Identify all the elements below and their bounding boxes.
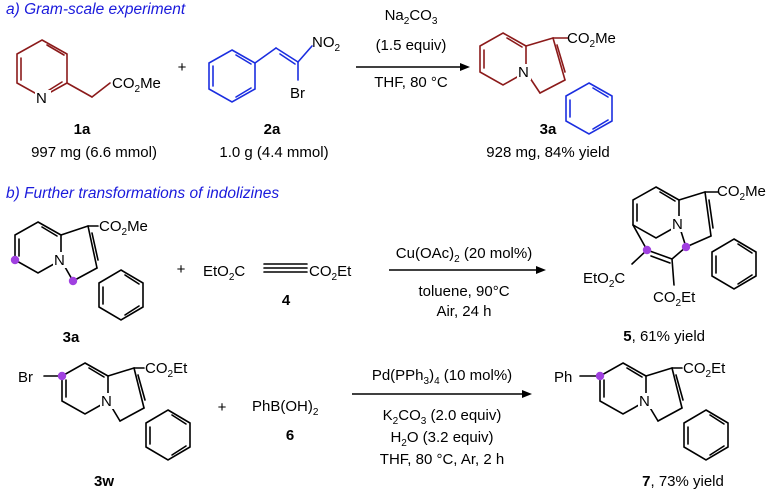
condition-cu-catalyst: Cu(OAc)2 (20 mol%) [396, 245, 532, 265]
atom-n-7: N [639, 393, 650, 410]
alkyne-4-structure: EtO2C CO2Et [203, 263, 352, 283]
compound-id-1a: 1a [74, 121, 91, 138]
atom-n-start-3a: N [54, 252, 65, 269]
alkyne-left-ester: EtO2C [203, 263, 245, 283]
ester-label-3a: CO2Me [567, 30, 616, 50]
compound-id-4: 4 [282, 292, 291, 309]
amount-1a: 997 mg (6.6 mmol) [31, 144, 157, 161]
bromo-label-3w: Br [18, 369, 33, 386]
plus-sign-a: + [178, 59, 187, 76]
plus-sign-b1: + [177, 261, 186, 278]
atom-n-5: N [672, 216, 683, 233]
condition-equiv: (1.5 equiv) [376, 37, 447, 54]
start-3w-structure: N Br CO2Et [18, 360, 191, 461]
condition-thf-ar: THF, 80 °C, Ar, 2 h [380, 451, 504, 468]
phenyl-label-7: Ph [554, 369, 572, 386]
nitro-label-2a: NO2 [312, 34, 341, 54]
condition-toluene: toluene, 90°C [418, 283, 509, 300]
condition-pd-catalyst: Pd(PPh3)4 (10 mol%) [372, 367, 512, 387]
ester-bottom-5: CO2Et [653, 289, 696, 309]
condition-air: Air, 24 h [436, 303, 491, 320]
compound-id-6: 6 [286, 427, 294, 444]
section-b-title: b) Further transformations of indolizine… [6, 185, 279, 202]
start-3a-structure: N CO2Me [10, 218, 148, 321]
product-3a-structure: N CO2Me [479, 30, 616, 135]
ester-label-7: CO2Et [683, 360, 726, 380]
condition-k2co3: K2CO3 (2.0 equiv) [383, 407, 502, 427]
ester-label-start-3a: CO2Me [99, 218, 148, 238]
amount-2a: 1.0 g (4.4 mmol) [219, 144, 328, 161]
product-5-structure: N CO2Me EtO2C CO2Et [583, 183, 766, 309]
atom-n-3w: N [101, 393, 112, 410]
ester-label-1a: CO2Me [112, 75, 161, 95]
atom-n-1a: N [36, 90, 47, 107]
result-7: 7, 73% yield [642, 473, 724, 490]
bromo-label-2a: Br [290, 85, 305, 102]
compound-id-start-3a: 3a [63, 329, 80, 346]
compound-id-3a: 3a [540, 121, 557, 138]
reactant-1a-structure: N CO2Me [16, 39, 161, 107]
ester-left-5: EtO2C [583, 270, 625, 290]
reactant-2a-structure: NO2 Br [208, 34, 341, 103]
condition-water: H2O (3.2 equiv) [390, 429, 493, 449]
result-3a: 928 mg, 84% yield [486, 144, 609, 161]
ester-top-5: CO2Me [717, 183, 766, 203]
section-a-title: a) Gram-scale experiment [6, 1, 186, 18]
atom-n-3a: N [518, 64, 529, 81]
product-7-structure: N Ph CO2Et [554, 360, 729, 461]
compound-id-2a: 2a [264, 121, 281, 138]
result-5: 5, 61% yield [623, 328, 705, 345]
plus-sign-b2: + [218, 399, 227, 416]
condition-solvent: THF, 80 °C [374, 74, 448, 91]
ester-label-3w: CO2Et [145, 360, 188, 380]
compound-id-3w: 3w [94, 473, 114, 490]
boronic-acid-6: PhB(OH)2 [252, 398, 319, 418]
alkyne-right-ester: CO2Et [309, 263, 352, 283]
condition-base: Na2CO3 [385, 7, 438, 27]
